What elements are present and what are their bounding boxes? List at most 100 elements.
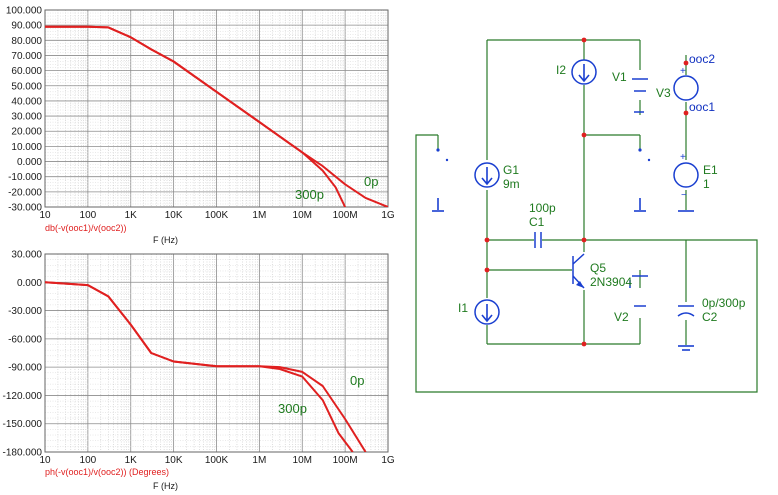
x-tick-label: 1M [252,455,266,466]
y-tick-label: 20.000 [11,127,42,138]
c2-value-label: 0p/300p [702,296,746,310]
v3-plus-sign: + [680,66,686,77]
gain-plot: 100.00090.00080.00070.00060.00050.00040.… [6,6,395,246]
y-tick-label: 70.000 [11,51,42,62]
y-tick-label: 80.000 [11,36,42,47]
x-tick-label: 10M [293,455,312,466]
y-tick-label: -10.000 [8,172,42,183]
e1-plus-sign: + [680,152,686,163]
x-tick-label: 100 [80,210,97,221]
c2-ground-icon [678,345,694,351]
i2-source-circle [571,59,597,85]
v1-label: V1 [612,70,627,84]
c1-value-label: 100p [529,201,556,215]
schematic: + + − [415,37,758,393]
g1-name-label: G1 [503,163,519,177]
e1-source-circle [673,162,699,188]
i1-label: I1 [458,301,468,315]
y-tick-label: 90.000 [11,21,42,32]
g1-arrow-icon [481,167,493,186]
x-tick-label: 100M [333,210,358,221]
g1-value-label: 9m [503,177,520,191]
ooc2-node-label: ooc2 [689,52,715,66]
x-tick-label: 1K [125,210,138,221]
e1-name-label: E1 [703,163,718,177]
e1-value-label: 1 [703,177,710,191]
y-tick-label: 50.000 [11,81,42,92]
i1-arrow-icon [481,304,493,323]
q5-collector-lead [572,253,585,265]
plot-frame [44,9,389,208]
x-tick-label: 100K [205,455,229,466]
x-tick-label: 1G [381,455,395,466]
y-tick-label: 30.000 [11,250,42,261]
phase-plot-grid [44,253,389,453]
x-tick-label: 10 [39,210,51,221]
y-tick-label: -120.000 [3,391,43,402]
plot-frame [44,253,389,453]
phase-plot-traces [45,281,367,452]
gain-plot-traces [45,25,388,207]
x-tick-label: 10K [165,210,183,221]
x-tick-label: 10 [39,455,51,466]
y-tick-label: 60.000 [11,66,42,77]
y-tick-label: 10.000 [11,142,42,153]
v3-label: V3 [656,86,671,100]
phase-plot-x-ticks: 10 100 1K 10K 100K 1M 10M 100M 1G [39,455,394,466]
gain-annotation-300p: 300p [295,187,324,202]
x-tick-label: 100K [205,210,229,221]
q5-model-label: 2N3904 [590,275,632,289]
y-tick-label: 30.000 [11,112,42,123]
g1-source-circle [474,162,500,188]
i2-arrow-icon [578,64,590,83]
series-line-300p [45,281,354,452]
gain-plot-grid [44,9,389,208]
x-tick-label: 10K [165,455,183,466]
x-tick-label: 100 [80,455,97,466]
y-tick-label: -60.000 [8,334,42,345]
phase-plot-y-ticks: 30.000 0.000 -30.000 -60.000 -90.000 -120.000… [3,250,43,459]
gain-plot-xlabel: F (Hz) [153,235,178,245]
y-tick-label: 100.000 [6,6,43,17]
phase-plot-xlabel: F (Hz) [153,481,178,491]
gain-plot-y-ticks: 100.000 90.000 80.000 70.000 60.000 50.000 40.… [6,6,43,214]
y-tick-label: -20.000 [8,187,42,198]
ooc1-node-label: ooc1 [689,100,715,114]
gain-plot-ylabel: db(-v(ooc1)/v(ooc2)) [45,223,127,233]
g1-sense-terminal [432,148,449,212]
i1-source-circle [474,299,500,325]
x-tick-label: 10M [293,210,312,221]
phase-annotation-300p: 300p [278,401,307,416]
v2-label: V2 [614,310,629,324]
c1-name-label: C1 [529,215,545,229]
c2-name-label: C2 [702,310,718,324]
y-tick-label: 40.000 [11,96,42,107]
e1-minus-sign: − [681,190,687,201]
e1-sense-terminal [634,148,651,212]
y-tick-label: -90.000 [8,363,42,374]
i2-label: I2 [556,63,566,77]
phase-plot-ylabel: ph(-v(ooc1)/v(ooc2)) (Degrees) [45,467,169,477]
phase-annotation-0p: 0p [350,373,364,388]
x-tick-label: 1K [125,455,138,466]
node-dots [484,37,689,347]
y-tick-label: 0.000 [17,157,42,168]
y-tick-label: -180.000 [3,448,43,459]
v3-source-circle [673,75,699,101]
y-tick-label: -150.000 [3,419,43,430]
c2-plate-bottom [677,312,695,317]
y-tick-label: -30.000 [8,203,42,214]
q5-emitter-arrow [576,281,584,288]
gain-plot-x-ticks: 10 100 1K 10K 100K 1M 10M 100M 1G [39,210,394,221]
phase-plot: 30.000 0.000 -30.000 -60.000 -90.000 -120.000… [3,250,395,492]
series-line-300p [45,25,347,207]
q5-name-label: Q5 [590,261,606,275]
x-tick-label: 100M [333,455,358,466]
x-tick-label: 1M [252,210,266,221]
x-tick-label: 1G [381,210,395,221]
y-tick-label: 0.000 [17,278,42,289]
y-tick-label: -30.000 [8,306,42,317]
gain-annotation-0p: 0p [364,174,378,189]
feedback-loop-wire [415,134,758,393]
